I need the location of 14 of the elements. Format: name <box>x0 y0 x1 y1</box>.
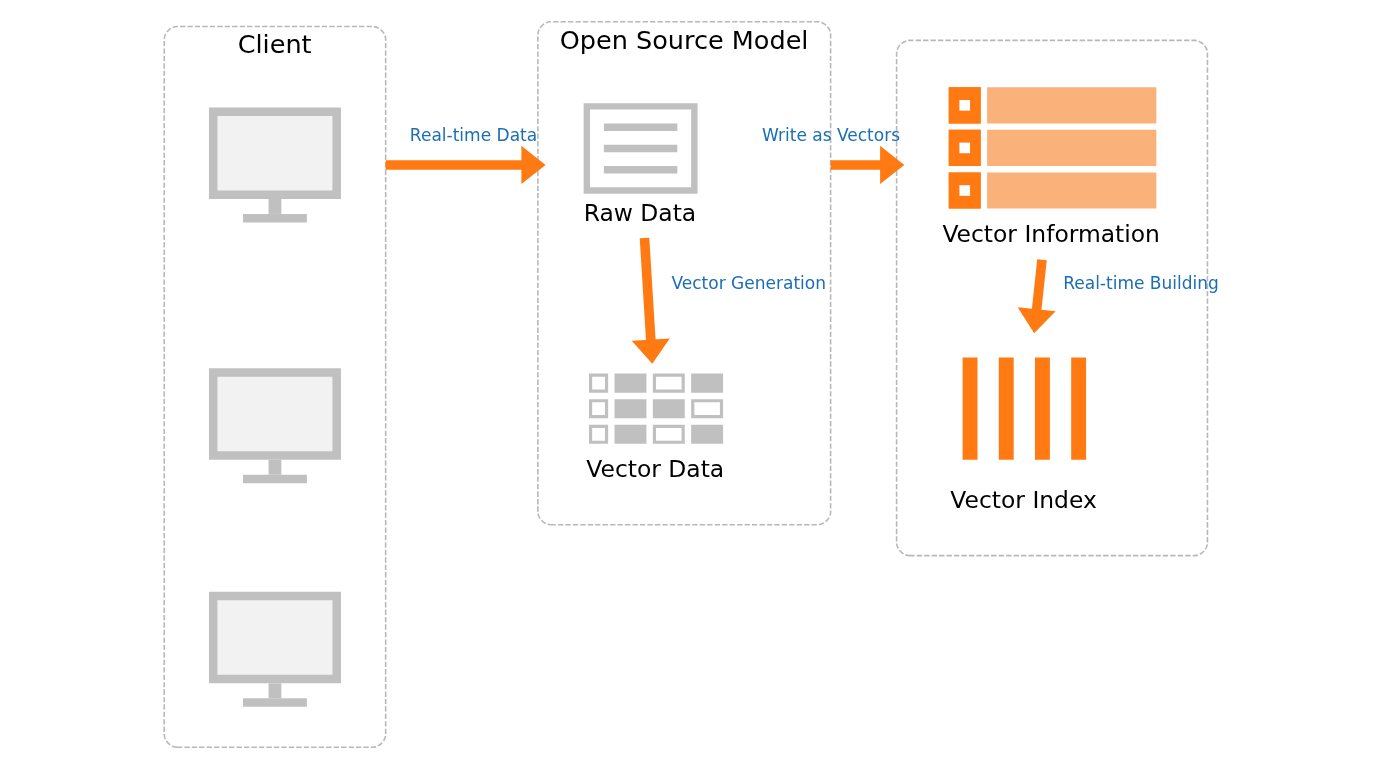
arrow <box>1017 258 1056 333</box>
node-box <box>583 102 698 194</box>
arrow <box>830 145 904 184</box>
edge-label: Real-time Data <box>409 124 537 145</box>
edge-label: Real-time Building <box>1062 272 1219 293</box>
arrow <box>385 145 546 184</box>
node-label: Vector Information <box>941 219 1160 248</box>
arrow <box>631 237 670 364</box>
edge-label: Vector Generation <box>670 272 826 293</box>
node-label: Raw Data <box>583 198 696 227</box>
cluster: Client <box>162 25 386 748</box>
node-label: Vector Index <box>949 485 1097 514</box>
edge-label: Write as Vectors <box>761 124 900 145</box>
node-label: Vector Data <box>585 454 724 483</box>
